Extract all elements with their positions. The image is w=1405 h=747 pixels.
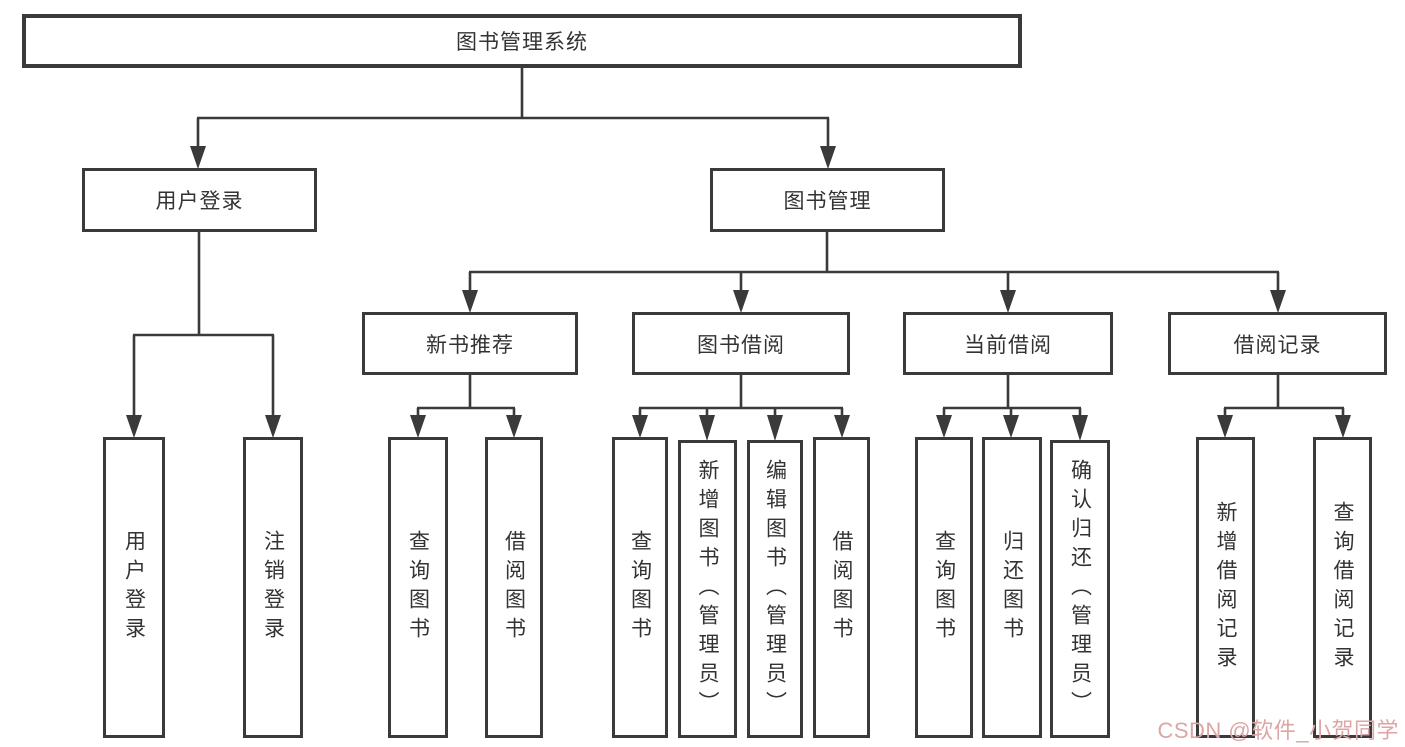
- leaf-logout: 注销登录: [243, 437, 303, 738]
- leaf-edit-books-admin: 编辑图书（管理员）: [747, 440, 803, 738]
- leaf-query-books-recommend: 查询图书: [388, 437, 448, 738]
- node-current-borrowing: 当前借阅: [903, 312, 1113, 375]
- node-root-system: 图书管理系统: [22, 14, 1022, 68]
- leaf-query-books-borrowing: 查询图书: [612, 437, 668, 738]
- leaf-query-borrow-record: 查询借阅记录: [1313, 437, 1372, 738]
- leaf-add-books-admin: 新增图书（管理员）: [678, 440, 737, 738]
- leaf-query-books-current: 查询图书: [915, 437, 973, 738]
- leaf-user-login: 用户登录: [103, 437, 165, 738]
- node-borrowing-records: 借阅记录: [1168, 312, 1387, 375]
- node-user-login: 用户登录: [82, 168, 317, 232]
- node-new-book-recommend: 新书推荐: [362, 312, 578, 375]
- arrowheads: [126, 146, 1351, 441]
- node-book-management: 图书管理: [710, 168, 945, 232]
- leaf-add-borrow-record: 新增借阅记录: [1196, 437, 1255, 738]
- csdn-watermark: CSDN @软件_小贺同学: [1157, 718, 1399, 743]
- leaf-return-books: 归还图书: [982, 437, 1042, 738]
- leaf-borrow-books: 借阅图书: [813, 437, 870, 738]
- leaf-confirm-return-admin: 确认归还（管理员）: [1050, 440, 1110, 738]
- leaf-borrow-books-recommend: 借阅图书: [485, 437, 543, 738]
- node-book-borrowing: 图书借阅: [632, 312, 850, 375]
